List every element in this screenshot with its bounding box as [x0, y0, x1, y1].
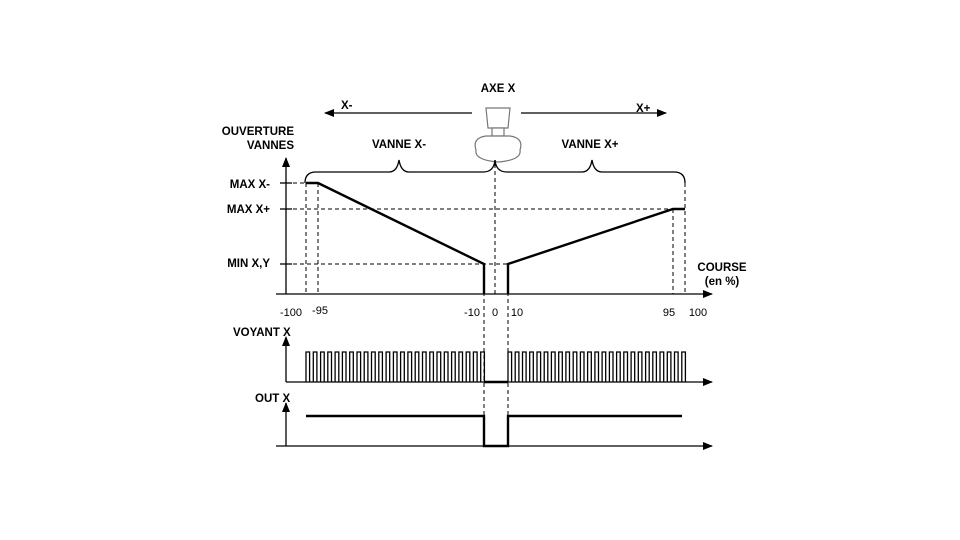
voyant-pulse-train: [305, 351, 687, 382]
out-label: OUT X: [255, 393, 290, 405]
tick-label: 95: [663, 307, 675, 319]
y-axis-title-line1: OUVERTURE: [222, 126, 295, 138]
joystick-icon: [474, 107, 522, 163]
tick-label: -95: [312, 305, 328, 317]
axis-title: AXE X: [481, 83, 516, 95]
tick-label: 10: [511, 307, 523, 319]
brace-vanne-minus: [304, 159, 496, 184]
tick-label: 100: [689, 307, 707, 319]
x-axis-title-line1: COURSE: [697, 262, 747, 274]
level-min: MIN X,Y: [227, 258, 270, 270]
vanne-plus-label: VANNE X+: [562, 139, 619, 151]
tick-label: -100: [280, 307, 302, 319]
x-axis-title-line2: (en %): [705, 276, 740, 288]
brace-vanne-plus: [494, 159, 686, 184]
tick-label: 0: [492, 307, 498, 319]
level-max-minus: MAX X-: [230, 179, 270, 191]
level-max-plus: MAX X+: [227, 204, 270, 216]
valve-minus-curve: [306, 181, 486, 294]
voyant-label: VOYANT X: [233, 327, 291, 339]
direction-plus-label: X+: [636, 103, 651, 115]
tick-label: -10: [464, 307, 480, 319]
vanne-minus-label: VANNE X-: [372, 139, 426, 151]
valve-plus-curve: [506, 207, 685, 294]
direction-minus-label: X-: [341, 100, 353, 112]
y-axis-title-line2: VANNES: [247, 140, 294, 152]
out-signal: [306, 414, 682, 448]
